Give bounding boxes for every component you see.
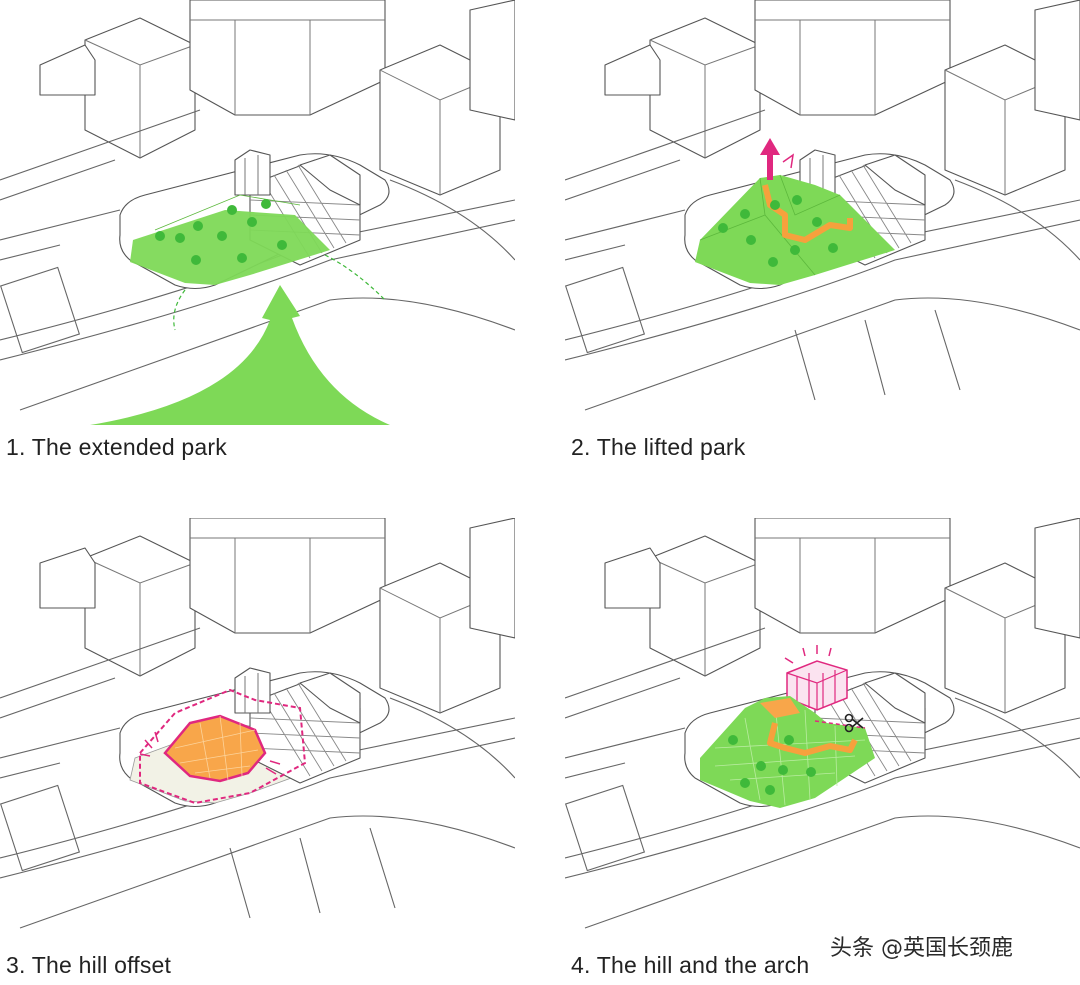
tree-icon — [718, 223, 728, 233]
extension-arrow — [90, 254, 390, 425]
tree-icon — [261, 199, 271, 209]
context-buildings — [39, 518, 515, 714]
tree-icon — [765, 785, 775, 795]
tree-icon — [247, 217, 257, 227]
scissors-icon — [844, 713, 864, 733]
trees — [718, 195, 838, 267]
trees — [155, 199, 287, 265]
tree-icon — [740, 778, 750, 788]
caption-panel-2: 2. The lifted park — [571, 434, 746, 460]
tree-icon — [790, 245, 800, 255]
tree-icon — [237, 253, 247, 263]
context-buildings — [604, 0, 1080, 196]
diagram-lifted-park — [565, 0, 1080, 411]
tree-icon — [227, 205, 237, 215]
panel-lifted-park — [565, 0, 1080, 430]
caption-panel-1: 1. The extended park — [6, 434, 227, 460]
tree-icon — [812, 217, 822, 227]
diagram-hill-and-arch — [565, 518, 1080, 929]
tree-icon — [778, 765, 788, 775]
panel-hill-and-arch — [565, 518, 1080, 948]
tree-icon — [756, 761, 766, 771]
hill-offset — [139, 688, 307, 805]
tree-icon — [740, 209, 750, 219]
tree-icon — [155, 231, 165, 241]
context-buildings — [39, 0, 515, 196]
tree-icon — [746, 235, 756, 245]
trees — [728, 735, 816, 795]
tree-icon — [728, 735, 738, 745]
watermark: 头条 @英国长颈鹿 — [830, 936, 1013, 961]
diagram-hill-offset — [0, 518, 515, 929]
tree-icon — [193, 221, 203, 231]
tree-icon — [806, 767, 816, 777]
tree-icon — [191, 255, 201, 265]
tree-icon — [784, 735, 794, 745]
diagram-extended-park — [0, 0, 515, 425]
tree-icon — [768, 257, 778, 267]
caption-panel-4: 4. The hill and the arch — [571, 952, 810, 978]
panel-hill-offset — [0, 518, 515, 948]
tree-icon — [770, 200, 780, 210]
tree-icon — [217, 231, 227, 241]
context-buildings — [604, 518, 1080, 714]
panel-extended-park — [0, 0, 515, 430]
caption-panel-3: 3. The hill offset — [6, 952, 172, 978]
upward-arrow-icon — [760, 138, 795, 180]
tree-icon — [175, 233, 185, 243]
park-area — [130, 194, 330, 285]
tree-icon — [277, 240, 287, 250]
tree-icon — [792, 195, 802, 205]
tree-icon — [828, 243, 838, 253]
